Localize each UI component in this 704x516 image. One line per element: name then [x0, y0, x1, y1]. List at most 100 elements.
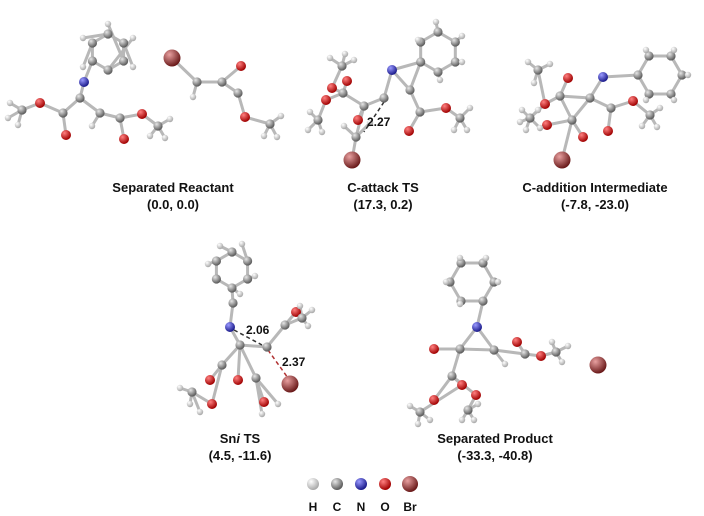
c-attack-ts-atom-c	[450, 37, 460, 47]
reactant-bromopropiolate-atom-h	[260, 132, 268, 140]
c-attack-ts-atom-h	[450, 126, 458, 134]
c-attack-ts-atom-h	[432, 18, 440, 26]
sni-ts-atom-c	[217, 360, 227, 370]
separated-product-atom-h	[494, 278, 502, 286]
structure-name: Separated Reactant	[112, 180, 234, 195]
reactant-enamine-atom-h	[79, 63, 87, 71]
structure-name: Separated Product	[437, 431, 553, 446]
separated-product-atom-h	[558, 358, 566, 366]
c-attack-ts-atom-h	[414, 36, 422, 44]
c-addition-intermediate-atom-h	[684, 71, 692, 79]
reactant-bromopropiolate-atom-h	[273, 133, 281, 141]
reactant-enamine-atom-h	[129, 34, 137, 42]
sni-ts-atom-c	[227, 247, 237, 257]
separated-product-atom-h	[406, 402, 414, 410]
separated-product-atom-n	[472, 322, 482, 332]
separated-product-atom-c	[455, 344, 465, 354]
sni-ts-atom-c	[235, 340, 245, 350]
c-addition-intermediate-atom-o	[540, 99, 550, 109]
reactant-enamine-atom-c	[153, 121, 163, 131]
sni-ts-bond	[254, 376, 264, 416]
sni-ts-atom-h	[251, 272, 259, 280]
sni-ts-atom-c	[280, 320, 290, 330]
reactant-enamine-atom-c	[118, 38, 129, 48]
c-addition-intermediate-atom-h	[670, 46, 678, 54]
c-attack-ts-atom-c	[433, 27, 443, 37]
reactant-enamine-atom-h	[88, 122, 96, 130]
reactant-enamine-atom-c	[87, 56, 98, 66]
c-addition-intermediate-atom-h	[524, 58, 532, 66]
separated-product-atom-h	[474, 400, 482, 408]
separated-product-atom-o	[512, 337, 522, 347]
c-attack-ts-atom-h	[458, 32, 466, 40]
separated-product-atom-c	[551, 347, 561, 357]
c-attack-ts-atom-o	[321, 95, 331, 105]
reactant-enamine-atom-h	[166, 115, 174, 123]
separated-product-atom-h	[458, 416, 466, 424]
c-attack-ts-atom-c	[416, 57, 426, 67]
c-attack-ts-bond	[408, 60, 423, 92]
c-attack-ts-atom-h	[340, 122, 348, 130]
sni-ts-atom-c	[227, 283, 237, 293]
c-addition-intermediate-atom-h	[670, 96, 678, 104]
legend-label-n: N	[356, 500, 366, 514]
separated-product-atom-h	[456, 254, 464, 262]
caption-sni-ts: Sni TS (4.5, -11.6)	[190, 430, 290, 464]
reactant-enamine-atom-c	[103, 29, 113, 39]
separated-product-atom-o	[536, 351, 546, 361]
c-addition-intermediate-atom-o	[542, 120, 552, 130]
sni-ts-atom-o	[259, 397, 269, 407]
c-attack-ts-atom-h	[466, 104, 474, 112]
structure-name: C-addition Intermediate	[522, 180, 668, 195]
separated-product-atom-h	[564, 342, 572, 350]
sni-ts-bond	[236, 343, 242, 382]
structure-name: C-attack TS	[347, 180, 419, 195]
reactant-bromopropiolate-atom-c	[192, 77, 202, 87]
separated-product-atom-h	[482, 254, 490, 262]
reactant-bromopropiolate-atom-c	[233, 88, 243, 98]
reactant-enamine-atom-h	[6, 99, 14, 107]
c-attack-ts-atom-br	[343, 151, 361, 169]
reactant-enamine-atom-h	[104, 20, 112, 28]
sni-ts-atom-br	[281, 375, 299, 393]
reactant-enamine-atom-c	[118, 56, 129, 66]
sni-ts-atom-c	[242, 274, 253, 284]
reactant-enamine-atom-c	[17, 105, 27, 115]
separated-product-bond	[492, 348, 527, 356]
c-attack-ts-atom-c	[405, 85, 415, 95]
separated-product-atom-h	[426, 416, 434, 424]
separated-product-atom-h	[470, 416, 478, 424]
structure-values: (4.5, -11.6)	[208, 448, 272, 463]
reactant-enamine-atom-o	[137, 109, 147, 119]
c-addition-intermediate-bond	[570, 96, 592, 122]
separated-product-atom-c	[463, 405, 473, 415]
sni-ts-atom-c	[297, 313, 307, 323]
c-attack-ts-atom-c	[415, 107, 425, 117]
caption-separated-product: Separated Product (-33.3, -40.8)	[425, 430, 565, 464]
c-attack-ts-atom-h	[318, 128, 326, 136]
separated-product-atom-h	[414, 420, 422, 428]
reactant-bromopropiolate-atom-o	[236, 61, 246, 71]
c-addition-intermediate-atom-c	[567, 115, 577, 125]
structure-name: Sni TS	[219, 431, 261, 446]
distance-label-sni-n: 2.06	[246, 323, 270, 337]
sni-c-br-breaking-bond	[267, 349, 289, 379]
sni-ts-atom-c	[262, 342, 272, 352]
reactant-enamine-atom-c	[115, 113, 125, 123]
reactant-enamine-atom-o	[119, 134, 129, 144]
c-attack-ts-atom-c	[455, 113, 465, 123]
sni-ts-atom-h	[196, 408, 204, 416]
c-addition-intermediate-atom-h	[656, 104, 664, 112]
c-attack-ts-atom-o	[342, 76, 352, 86]
sni-ts-atom-h	[186, 400, 194, 408]
c-addition-intermediate-atom-c	[666, 51, 676, 61]
c-attack-ts-atom-h	[306, 108, 314, 116]
sni-ts-bond	[210, 363, 224, 406]
reactant-enamine-atom-c	[95, 108, 105, 118]
c-addition-intermediate-atom-h	[642, 46, 650, 54]
c-attack-ts-atom-c	[351, 132, 361, 142]
separated-product-atom-c	[478, 296, 488, 306]
c-attack-ts-atom-h	[341, 50, 349, 58]
sni-ts-atom-c	[211, 256, 222, 266]
dashed-bond-layer	[233, 101, 385, 379]
